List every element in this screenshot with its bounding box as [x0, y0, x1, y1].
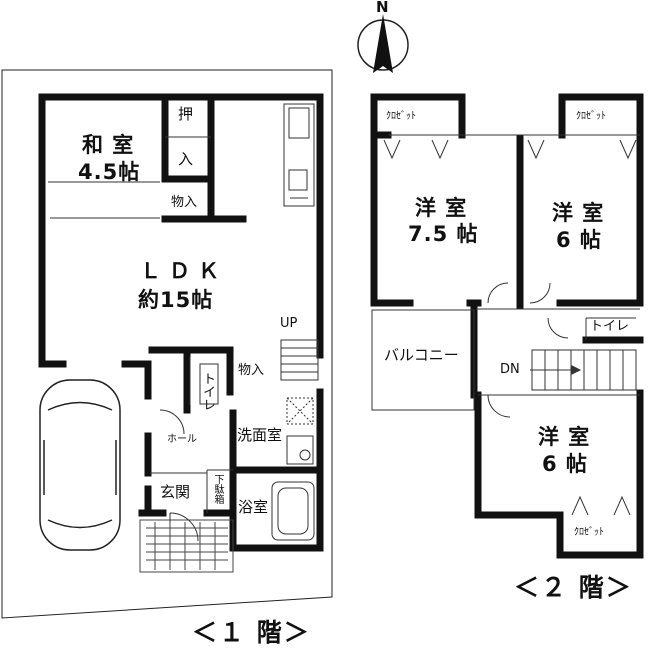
- floor2-caption: ＜２ 階＞: [514, 573, 633, 602]
- room-yoshitsu-c-size: 6 帖: [542, 452, 588, 476]
- room-yoshitsu-b-name: 洋 室: [552, 201, 605, 225]
- room-balcony: バルコニー: [384, 346, 459, 364]
- floor1-fixtures: [48, 103, 315, 542]
- floor2-walls: [370, 93, 644, 559]
- room-senmenshitsu: 洗面室: [237, 426, 283, 444]
- closet-b-label: ｸﾛｾﾞｯﾄ: [576, 111, 606, 122]
- room-ldk-name: ＬＤＫ: [140, 259, 227, 283]
- floor2-partitions: [371, 134, 640, 516]
- room-genkan: 玄関: [160, 483, 191, 501]
- room-washitsu-name: 和 室: [82, 133, 135, 157]
- stairs-up-label: UP: [280, 316, 298, 331]
- room-toilet-2f: トイレ: [590, 319, 630, 334]
- closet-c-label: ｸﾛｾﾞｯﾄ: [574, 527, 604, 538]
- floor1-stairs: [280, 339, 319, 381]
- room-monoire-top: 物入: [171, 195, 198, 210]
- stairs-dn-label: DN: [500, 362, 520, 377]
- room-yoshitsu-b-size: 6 帖: [556, 228, 602, 252]
- floor1-walls: [38, 93, 324, 552]
- floor2-stairs: [530, 349, 637, 391]
- room-yokushitsu: 浴室: [238, 498, 269, 516]
- floor1-porch: [139, 519, 234, 573]
- room-getabako: 下駄箱: [212, 474, 223, 504]
- room-washitsu-size: 4.5帖: [78, 160, 141, 184]
- parking-car-icon: [39, 379, 121, 551]
- room-hall: ホール: [167, 434, 197, 445]
- room-yoshitsu-a-name: 洋 室: [415, 196, 468, 220]
- room-yoshitsu-c-name: 洋 室: [538, 425, 591, 449]
- room-oshiire-bottom: 入: [178, 150, 194, 168]
- room-yoshitsu-a-size: 7.5 帖: [408, 222, 479, 246]
- closet-a-label: ｸﾛｾﾞｯﾄ: [386, 111, 416, 122]
- lot-boundary: [1, 69, 333, 619]
- compass-icon: [357, 14, 409, 73]
- room-monoire-mid: 物入: [238, 363, 265, 378]
- room-toilet-1f: トイレ: [200, 372, 215, 411]
- room-ldk-size: 約15帖: [138, 288, 214, 312]
- compass-north-label: N: [376, 0, 389, 16]
- room-oshiire-top: 押: [178, 105, 194, 123]
- floor1-caption: ＜１ 階＞: [192, 618, 311, 647]
